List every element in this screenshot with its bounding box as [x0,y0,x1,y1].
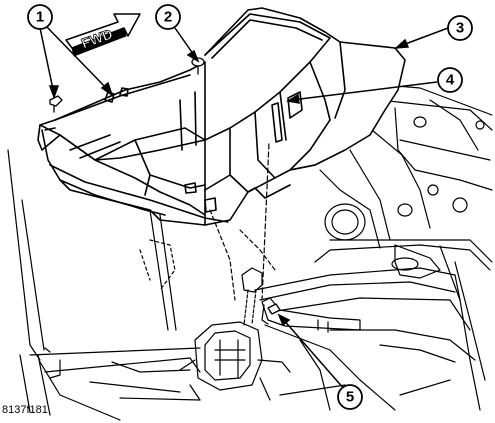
fwd-arrow: FWD [65,13,141,57]
callout-2: 2 [155,4,181,30]
center-console [37,7,406,226]
leader-line-1b [45,25,111,93]
leader-lines [39,25,449,391]
callout-4: 4 [437,67,463,93]
fastener-screw-side [267,303,281,315]
callout-number: 5 [346,389,354,406]
leader-line-3 [399,27,449,47]
fastener-push-pin [49,95,63,113]
callout-3: 3 [447,15,473,41]
vehicle-body-structure [7,84,493,421]
callout-1: 1 [27,4,53,30]
callout-number: 2 [164,9,172,26]
figure-id: 8137f181 [2,404,48,416]
leader-line-4 [291,81,438,101]
callout-number: 1 [36,9,44,26]
callout-number: 3 [456,20,464,37]
callout-5: 5 [337,384,363,410]
callout-number: 4 [446,72,455,89]
leader-line-5 [281,317,346,391]
leader-line-1a [39,27,55,95]
